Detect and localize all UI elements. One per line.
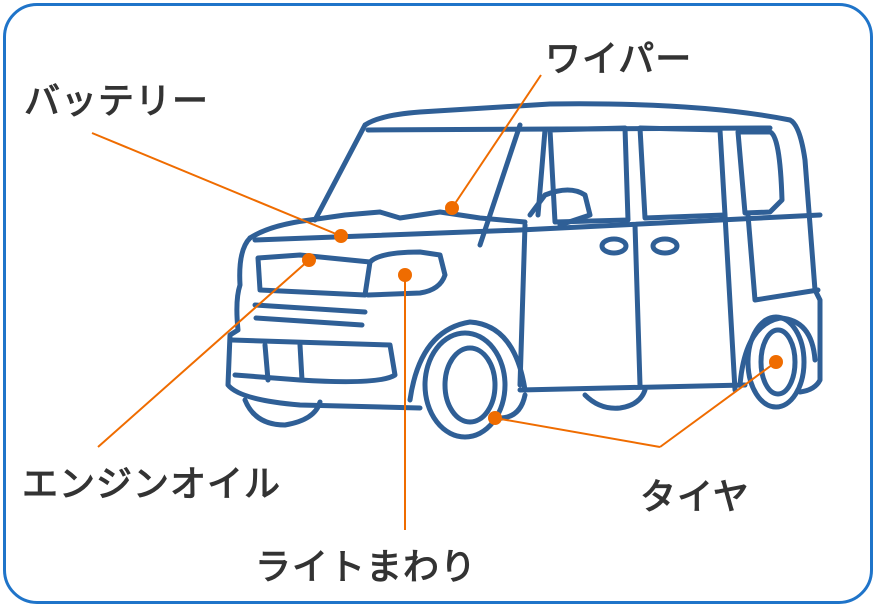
label-lights: ライトまわり <box>255 547 478 588</box>
lights-marker <box>398 268 412 282</box>
callout-lines <box>91 74 783 530</box>
battery-marker <box>334 229 348 243</box>
diagram-frame <box>3 3 873 604</box>
tire-front-marker <box>488 411 502 425</box>
label-battery: バッテリー <box>24 81 210 122</box>
wiper-marker <box>445 201 459 215</box>
battery-callout-line <box>91 132 342 237</box>
label-wiper: ワイパー <box>545 39 693 80</box>
engine-oil-callout-line <box>97 259 310 448</box>
wiper-callout-line <box>451 74 542 209</box>
label-engine-oil: エンジンオイル <box>22 464 282 505</box>
tire-rear-callout-line <box>659 361 777 448</box>
label-tires: タイヤ <box>640 477 750 518</box>
engine-oil-marker <box>302 253 316 267</box>
tire-rear-marker <box>769 355 783 369</box>
car-outline <box>225 101 823 440</box>
tire-front-callout-line <box>494 417 661 448</box>
